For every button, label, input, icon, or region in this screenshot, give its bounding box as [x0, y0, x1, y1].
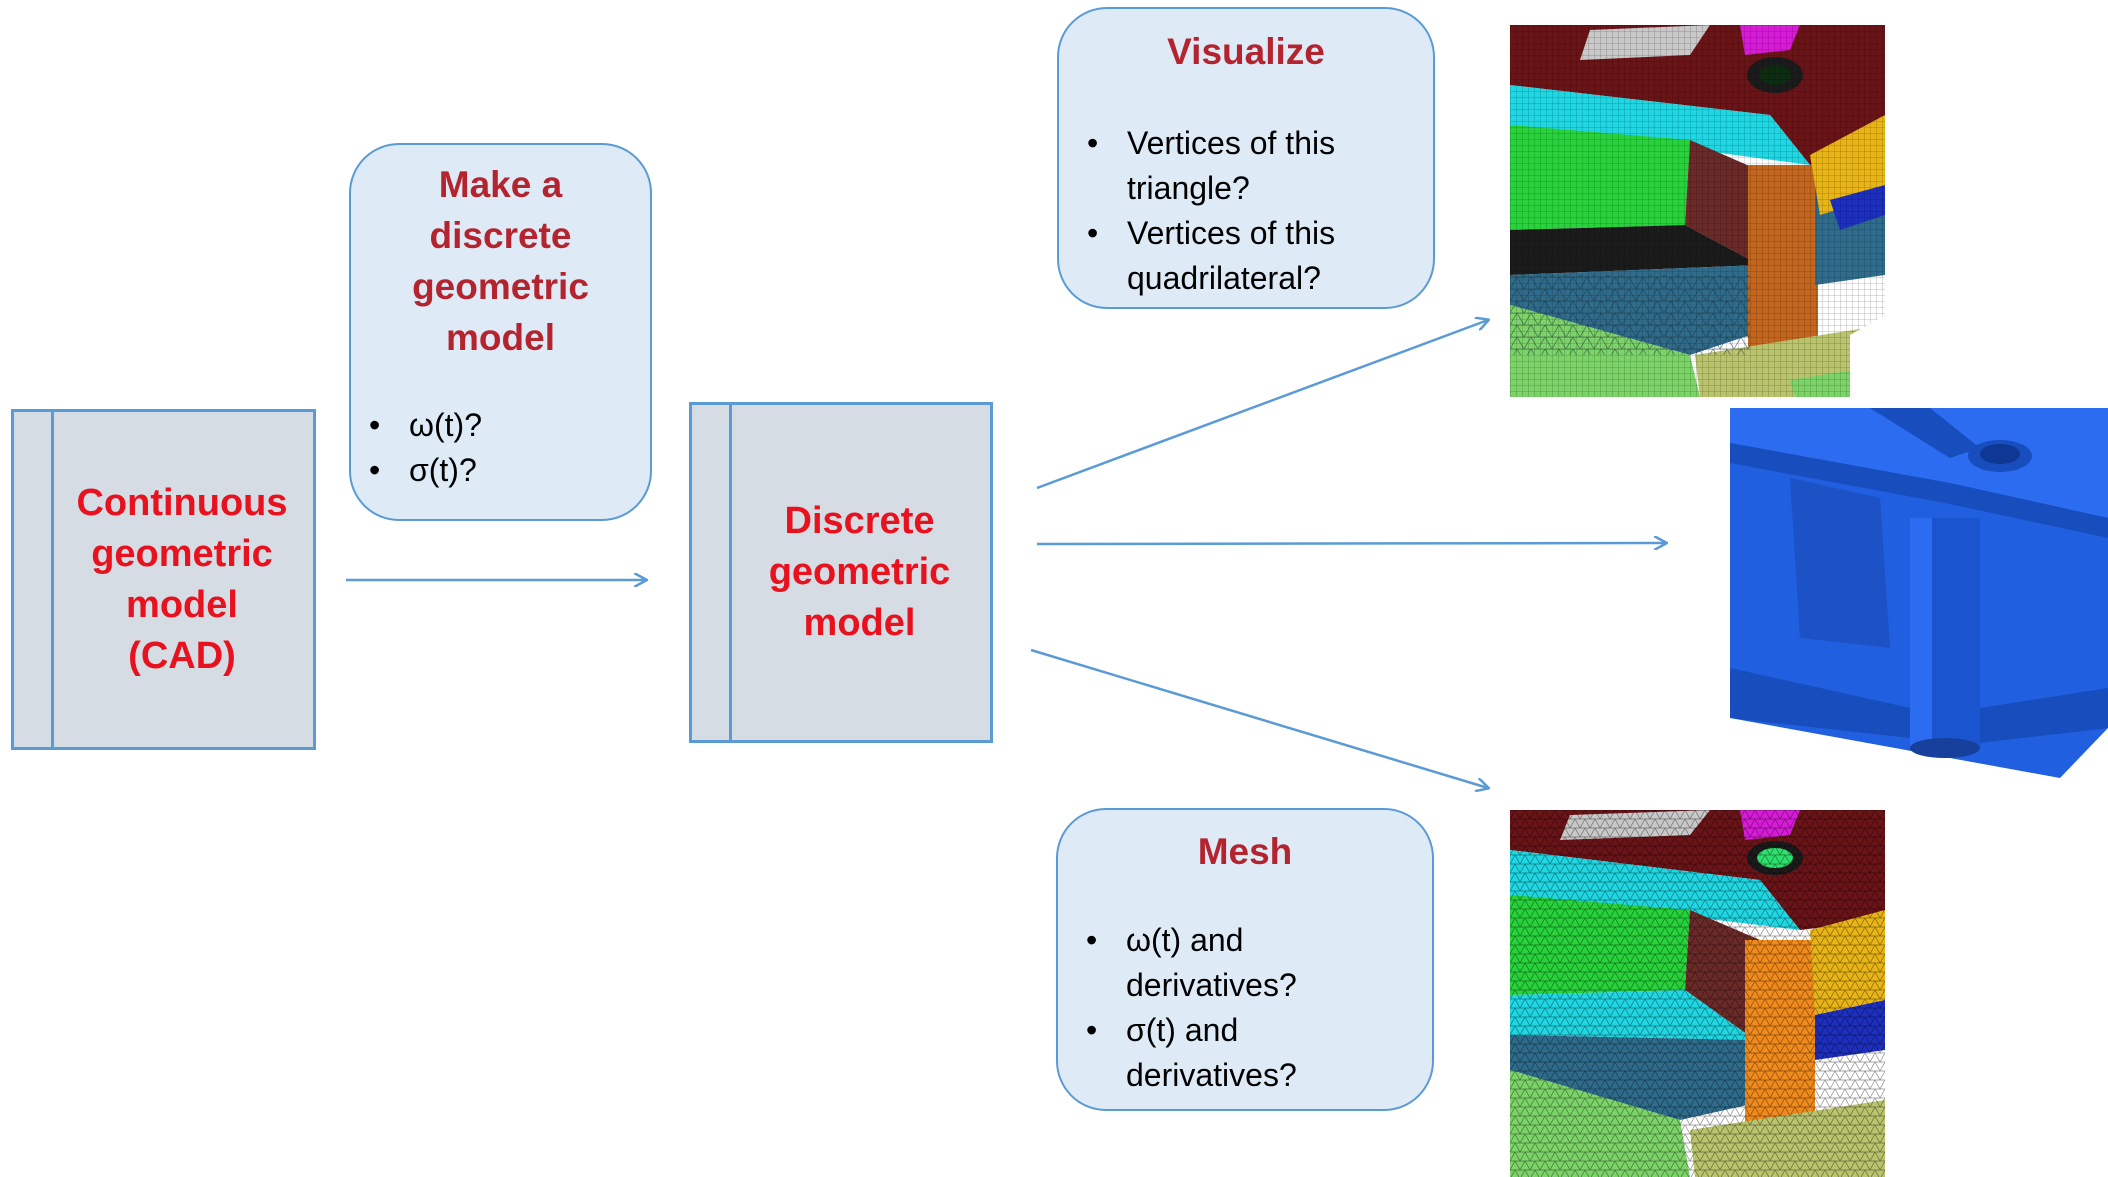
triangle-mesh-rendering	[1510, 810, 1885, 1177]
list-item: Vertices of this triangle?	[1087, 121, 1335, 211]
visualize-list: Vertices of this triangle? Vertices of t…	[1087, 121, 1335, 301]
list-item: Vertices of this quadrilateral?	[1087, 211, 1335, 301]
make-discrete-title: Make a discrete geometric model	[412, 164, 589, 358]
list-item: ω(t)?	[369, 403, 482, 448]
make-discrete-callout: Make a discrete geometric model ω(t)? σ(…	[349, 143, 652, 521]
quad-mesh-rendering	[1510, 25, 1885, 397]
discrete-model-label: Discrete geometric model	[768, 500, 951, 644]
continuous-model-box: Continuous geometric model (CAD)	[11, 409, 316, 750]
box-side-strip	[14, 412, 54, 747]
discrete-model-box: Discrete geometric model	[689, 402, 993, 743]
list-item: ω(t) and derivatives?	[1086, 918, 1297, 1008]
arrow-to-mesh	[1030, 648, 1488, 788]
visualize-title: Visualize	[1167, 31, 1325, 72]
faceted-visualization-model-icon	[1510, 25, 1885, 397]
box-side-strip	[692, 405, 732, 740]
tetrahedral-mesh-model-icon	[1510, 810, 1885, 1177]
solid-cad-rendering	[1730, 408, 2108, 780]
visualize-callout: Visualize Vertices of this triangle? Ver…	[1057, 7, 1435, 309]
make-discrete-list: ω(t)? σ(t)?	[369, 403, 482, 493]
continuous-model-label: Continuous geometric model (CAD)	[76, 481, 288, 677]
mesh-title: Mesh	[1197, 831, 1293, 872]
arrow-to-visualize	[1036, 320, 1488, 490]
list-item: σ(t)?	[369, 448, 482, 493]
arrow-to-solid	[1036, 543, 1666, 544]
blue-solid-model-icon	[1730, 408, 2108, 780]
list-item: σ(t) and derivatives?	[1086, 1008, 1297, 1098]
mesh-list: ω(t) and derivatives? σ(t) and derivativ…	[1086, 918, 1297, 1098]
mesh-callout: Mesh ω(t) and derivatives? σ(t) and deri…	[1056, 808, 1434, 1111]
